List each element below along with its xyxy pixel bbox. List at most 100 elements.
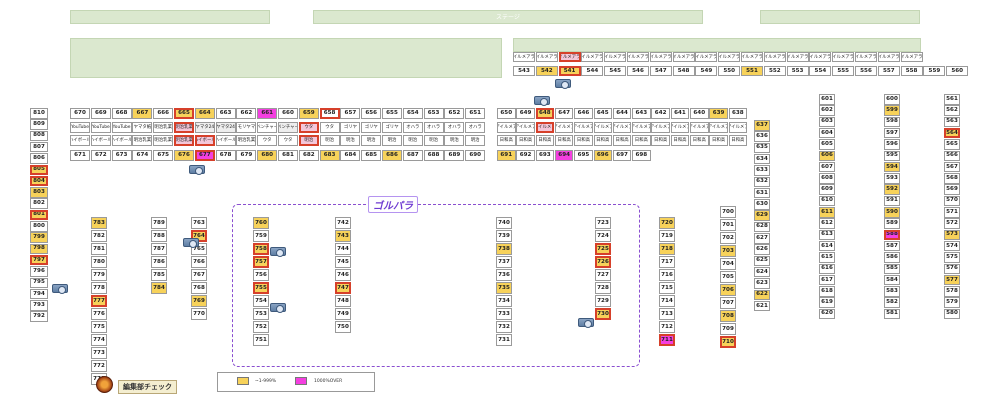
booth-cell[interactable]: 719 xyxy=(659,230,675,243)
booth-cell[interactable]: 805 xyxy=(30,164,48,175)
booth-cell[interactable]: 654 xyxy=(402,108,423,119)
booth-cell[interactable]: 553 xyxy=(786,66,809,76)
booth-cell[interactable]: 713 xyxy=(659,308,675,321)
booth-cell[interactable]: 694 xyxy=(554,150,574,161)
booth-cell[interactable]: 810 xyxy=(30,108,48,119)
booth-cell[interactable]: 731 xyxy=(496,334,512,347)
booth-cell[interactable]: 602 xyxy=(819,105,835,116)
booth-cell[interactable]: 744 xyxy=(335,243,351,256)
booth-cell[interactable]: 543 xyxy=(513,66,535,76)
booth-cell[interactable]: 日和高 xyxy=(709,135,728,146)
booth-cell[interactable]: 582 xyxy=(884,297,900,308)
booth-cell[interactable]: 708 xyxy=(720,310,736,323)
booth-cell[interactable]: 585 xyxy=(884,263,900,274)
booth-cell[interactable]: 747 xyxy=(335,282,351,295)
booth-cell[interactable]: オハラ xyxy=(423,122,444,133)
booth-cell[interactable]: 682 xyxy=(298,150,319,161)
booth-cell[interactable]: 633 xyxy=(754,165,770,176)
booth-cell[interactable]: 749 xyxy=(335,308,351,321)
booth-cell[interactable]: 589 xyxy=(884,218,900,229)
booth-cell[interactable]: アイルメアラー xyxy=(718,52,741,62)
booth-cell[interactable]: 786 xyxy=(151,256,167,269)
booth-cell[interactable]: 625 xyxy=(754,255,770,267)
booth-cell[interactable]: 779 xyxy=(91,269,107,282)
booth-cell[interactable]: 616 xyxy=(819,263,835,274)
booth-cell[interactable]: 714 xyxy=(659,295,675,308)
booth-cell[interactable]: 639 xyxy=(709,108,728,119)
booth-cell[interactable]: 804 xyxy=(30,175,48,187)
booth-cell[interactable]: 606 xyxy=(819,150,835,161)
booth-cell[interactable]: 730 xyxy=(595,308,611,321)
booth-cell[interactable]: ウタ xyxy=(319,122,340,133)
booth-cell[interactable]: 661 xyxy=(257,108,278,119)
booth-cell[interactable]: 659 xyxy=(298,108,319,119)
booth-cell[interactable]: 789 xyxy=(151,217,167,230)
booth-cell[interactable]: 711 xyxy=(659,334,675,347)
booth-cell[interactable]: 557 xyxy=(877,66,900,76)
booth-cell[interactable]: 明治乳業 xyxy=(153,122,174,133)
booth-cell[interactable]: 773 xyxy=(91,347,107,360)
booth-cell[interactable]: 784 xyxy=(151,282,167,295)
booth-cell[interactable]: 584 xyxy=(884,274,900,286)
booth-cell[interactable]: 674 xyxy=(132,150,153,161)
booth-cell[interactable]: YouTube xyxy=(70,122,90,133)
booth-cell[interactable]: 669 xyxy=(90,108,111,119)
booth-cell[interactable]: 638 xyxy=(728,108,748,119)
booth-cell[interactable]: 683 xyxy=(319,150,340,161)
booth-cell[interactable]: 801 xyxy=(30,209,48,221)
booth-cell[interactable]: アイルメア xyxy=(670,122,690,133)
booth-cell[interactable]: 648 xyxy=(535,108,555,119)
booth-cell[interactable]: 567 xyxy=(944,161,960,173)
booth-cell[interactable]: 684 xyxy=(340,150,361,161)
booth-cell[interactable]: 564 xyxy=(944,127,960,139)
booth-cell[interactable]: 636 xyxy=(754,131,770,142)
booth-cell[interactable]: 572 xyxy=(944,218,960,229)
booth-cell[interactable]: 760 xyxy=(253,217,269,230)
booth-cell[interactable]: アイルメアラー xyxy=(786,52,809,62)
booth-cell[interactable]: 734 xyxy=(496,295,512,308)
booth-cell[interactable]: 652 xyxy=(444,108,465,119)
booth-cell[interactable]: 558 xyxy=(900,66,923,76)
booth-cell[interactable]: 778 xyxy=(91,282,107,295)
booth-cell[interactable]: 809 xyxy=(30,119,48,130)
booth-cell[interactable]: 665 xyxy=(174,108,194,119)
booth-cell[interactable]: 588 xyxy=(884,229,900,241)
booth-cell[interactable]: 578 xyxy=(944,286,960,297)
booth-cell[interactable]: ゴリヤ xyxy=(382,122,402,133)
booth-cell[interactable]: 542 xyxy=(535,66,558,76)
booth-cell[interactable]: アイルメア xyxy=(651,122,670,133)
booth-cell[interactable]: アイルメア xyxy=(612,122,632,133)
booth-cell[interactable]: 693 xyxy=(535,150,555,161)
booth-cell[interactable]: 701 xyxy=(720,219,736,232)
booth-cell[interactable]: 750 xyxy=(335,321,351,334)
booth-cell[interactable]: 565 xyxy=(944,139,960,150)
booth-cell[interactable]: 788 xyxy=(151,230,167,243)
booth-cell[interactable]: アイルメアラー xyxy=(672,52,695,62)
booth-cell[interactable]: 712 xyxy=(659,321,675,334)
booth-cell[interactable]: 明治 xyxy=(465,135,486,146)
booth-cell[interactable]: 782 xyxy=(91,230,107,243)
booth-cell[interactable]: 783 xyxy=(91,217,107,230)
booth-cell[interactable]: 775 xyxy=(91,321,107,334)
booth-cell[interactable]: 707 xyxy=(720,297,736,310)
booth-cell[interactable]: 570 xyxy=(944,195,960,207)
booth-cell[interactable]: 明治 xyxy=(340,135,361,146)
booth-cell[interactable]: 598 xyxy=(884,116,900,128)
booth-cell[interactable]: 明治乳業 xyxy=(132,135,153,146)
booth-cell[interactable]: 726 xyxy=(595,256,611,269)
booth-cell[interactable]: 679 xyxy=(236,150,257,161)
booth-cell[interactable]: 日和高 xyxy=(554,135,574,146)
booth-cell[interactable]: 742 xyxy=(335,217,351,230)
booth-cell[interactable]: 739 xyxy=(496,230,512,243)
booth-cell[interactable]: 650 xyxy=(497,108,516,119)
booth-cell[interactable]: 630 xyxy=(754,199,770,210)
booth-cell[interactable]: 680 xyxy=(257,150,278,161)
booth-cell[interactable]: 581 xyxy=(884,308,900,320)
booth-cell[interactable]: 781 xyxy=(91,243,107,256)
booth-cell[interactable]: 689 xyxy=(444,150,465,161)
booth-cell[interactable]: 727 xyxy=(595,269,611,282)
booth-cell[interactable]: 619 xyxy=(819,297,835,308)
booth-cell[interactable]: 599 xyxy=(884,105,900,116)
booth-cell[interactable]: ハイボール xyxy=(90,135,111,146)
booth-cell[interactable]: 725 xyxy=(595,243,611,256)
